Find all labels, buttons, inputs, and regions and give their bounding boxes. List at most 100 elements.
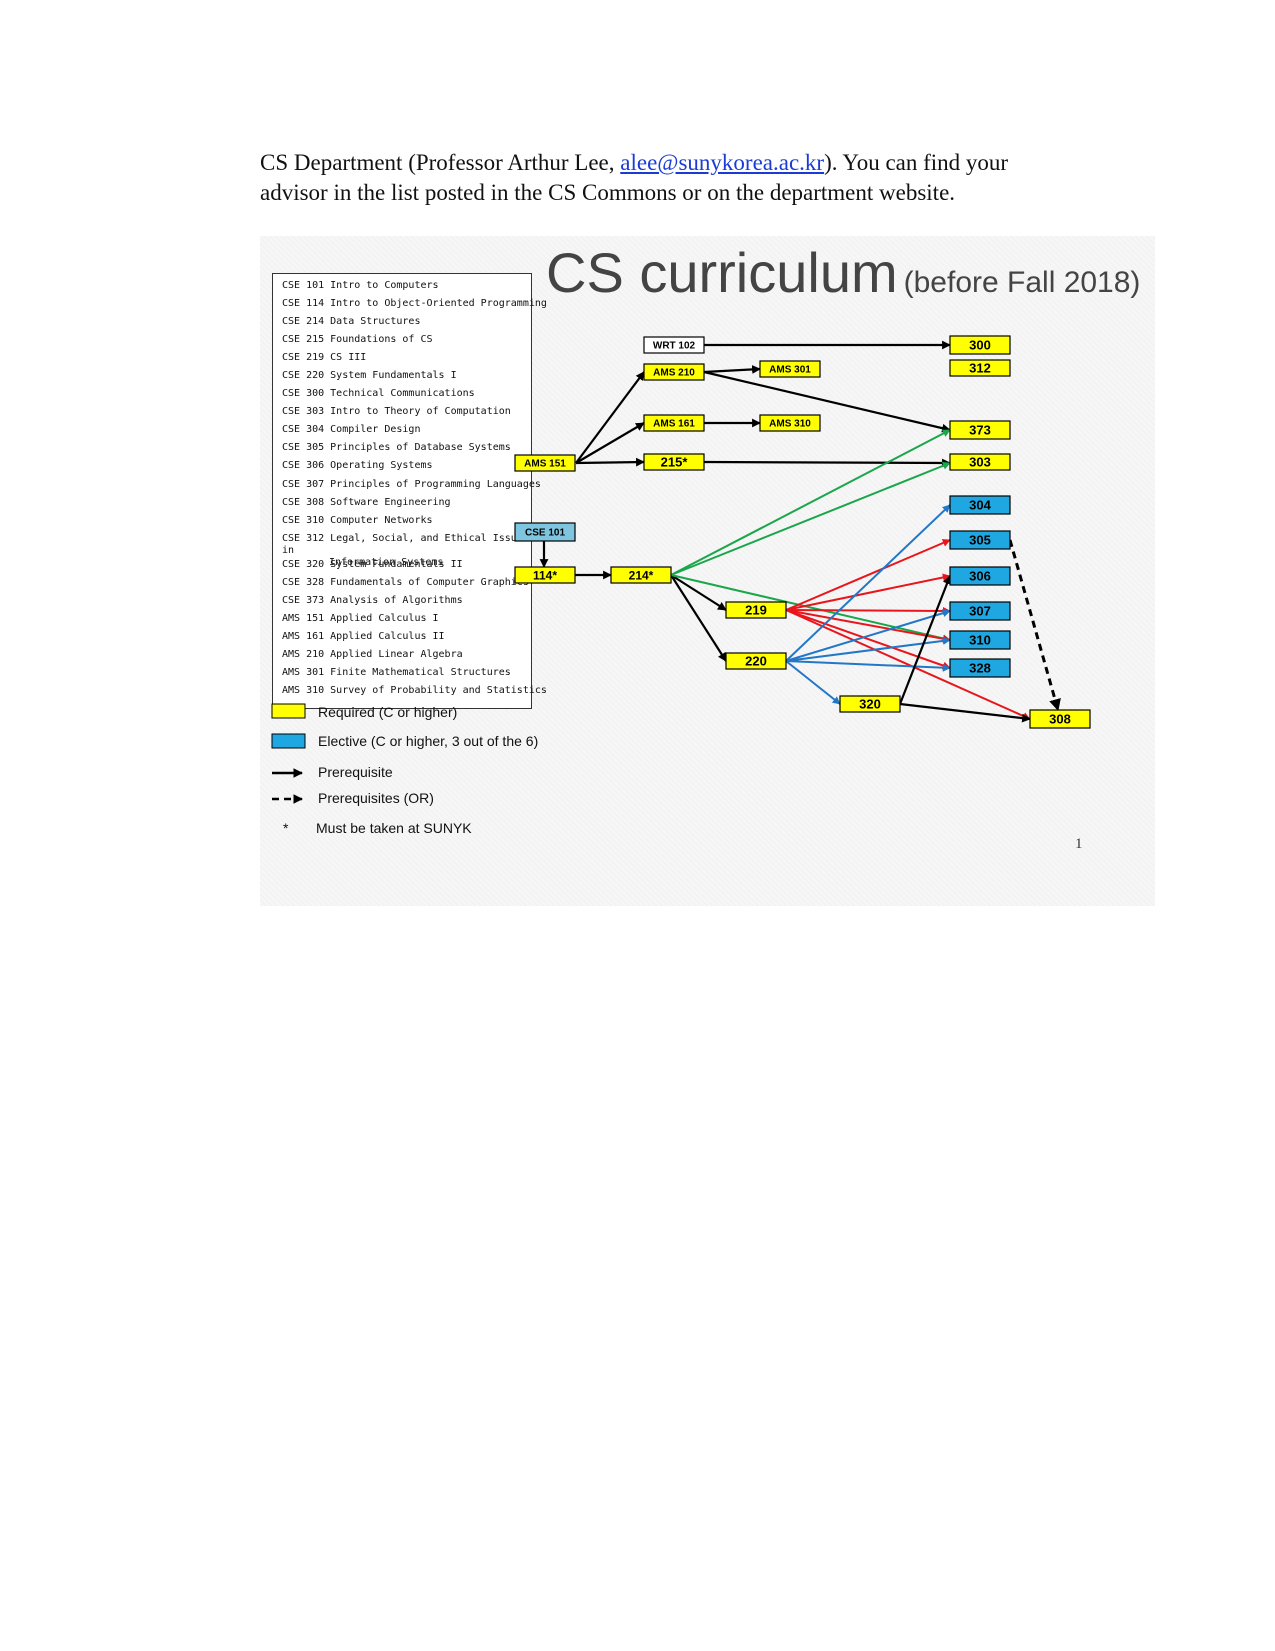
node-ams151: AMS 151 <box>514 454 576 472</box>
course-list-item: CSE 219 CS III <box>282 352 367 364</box>
node-c312: 312 <box>949 359 1011 377</box>
node-box <box>949 566 1011 586</box>
course-list-item: CSE 214 Data Structures <box>282 316 421 328</box>
node-label: AMS 301 <box>769 365 811 376</box>
course-list: CSE 101 Intro to Computers CSE 114 Intro… <box>272 273 547 709</box>
page-number: 1 <box>1075 836 1083 852</box>
node-c307: 307 <box>949 601 1011 621</box>
node-label: 320 <box>859 697 881 712</box>
edge-c320-to-c306 <box>898 575 952 705</box>
course-list-item: CSE 220 System Fundamentals I <box>282 370 457 382</box>
node-label: 215* <box>661 455 689 470</box>
edge-c220-to-c307 <box>785 609 951 662</box>
node-label: 305 <box>969 533 991 548</box>
node-c114: 114* <box>514 566 576 584</box>
node-box <box>610 566 672 584</box>
course-list-item: CSE 312 Legal, Social, and Ethical Issue… <box>282 530 531 568</box>
node-label: 300 <box>969 338 991 353</box>
course-list-item: CSE 373 Analysis of Algorithms <box>282 594 463 606</box>
node-box <box>949 530 1011 550</box>
intro-paragraph: CS Department (Professor Arthur Lee, ale… <box>260 148 1080 208</box>
node-box <box>643 453 705 471</box>
edge-c214-to-c373 <box>670 429 951 576</box>
node-label: 219 <box>745 603 767 618</box>
course-list-item: CSE 328 Fundamentals of Computer Graphic… <box>282 576 529 588</box>
edge-ams210-to-ams301 <box>703 365 761 374</box>
node-label: 307 <box>969 604 991 619</box>
node-box <box>949 630 1011 650</box>
node-c306: 306 <box>949 566 1011 586</box>
course-list-item: CSE 215 Foundations of CS <box>282 334 433 346</box>
legend-required-swatch <box>271 703 306 719</box>
course-list-item: CSE 101 Intro to Computers <box>282 280 439 291</box>
node-c373: 373 <box>949 420 1011 440</box>
legend-elective-swatch <box>271 733 306 749</box>
node-label: 306 <box>969 569 991 584</box>
node-c219: 219 <box>725 601 787 619</box>
node-box <box>514 454 576 472</box>
edge-c215-to-c303 <box>703 458 951 468</box>
edge-c220-to-c328 <box>785 660 951 672</box>
node-label: AMS 151 <box>524 459 566 470</box>
edge-ams210-to-c373 <box>703 370 951 433</box>
course-list-item: CSE 303 Intro to Theory of Computation <box>282 406 511 418</box>
edge-c214-to-c220 <box>670 574 727 662</box>
course-list-item: CSE 306 Operating Systems <box>282 460 433 472</box>
legend: Required (C or higher) Elective (C or hi… <box>271 703 538 836</box>
course-list-item-continuation: Information Systems <box>329 556 444 568</box>
intro-suffix: ). You can find your advisor in the list… <box>260 150 1009 205</box>
edge-c219-to-c307 <box>785 606 951 615</box>
node-label: 303 <box>969 455 991 470</box>
legend-required-label: Required (C or higher) <box>318 704 457 720</box>
course-list-item: AMS 151 Applied Calculus I <box>282 612 439 624</box>
course-list-item: AMS 210 Applied Linear Algebra <box>282 648 463 660</box>
node-label: 308 <box>1049 712 1071 727</box>
node-c305: 305 <box>949 530 1011 550</box>
edge-c220-to-c320 <box>785 660 841 705</box>
course-list-item: AMS 310 Survey of Probability and Statis… <box>282 684 547 696</box>
edge-layer <box>539 340 1061 723</box>
course-list-item: CSE 114 Intro to Object-Oriented Program… <box>282 298 547 310</box>
edge-c305-to-c308 <box>1008 539 1061 712</box>
node-c214: 214* <box>610 566 672 584</box>
node-box <box>839 695 901 713</box>
intro-prefix: CS Department (Professor Arthur Lee, <box>260 150 621 175</box>
course-list-item: CSE 308 Software Engineering <box>282 496 451 508</box>
node-box <box>643 363 705 381</box>
advisor-email-link[interactable]: alee@sunykorea.ac.kr <box>620 150 825 175</box>
edge-c220-to-c304 <box>785 504 951 662</box>
node-c304: 304 <box>949 495 1011 515</box>
node-box <box>949 495 1011 515</box>
node-ams310: AMS 310 <box>759 414 821 432</box>
node-label: AMS 310 <box>769 419 811 430</box>
edge-c219-to-c328 <box>785 609 951 670</box>
node-box <box>759 414 821 432</box>
slide-title-sub: (before Fall 2018) <box>903 266 1141 299</box>
node-box <box>725 652 787 670</box>
node-box <box>949 658 1011 678</box>
legend-star-label: Must be taken at SUNYK <box>316 820 472 836</box>
node-box <box>514 566 576 584</box>
node-label: 214* <box>629 568 654 582</box>
node-label: 114* <box>533 568 557 582</box>
edge-c320-to-c308 <box>899 702 1031 723</box>
node-ams210: AMS 210 <box>643 363 705 381</box>
node-box <box>643 414 705 432</box>
node-label: 328 <box>969 661 991 676</box>
node-label: 220 <box>745 654 767 669</box>
node-box <box>949 453 1011 471</box>
course-list-item: AMS 301 Finite Mathematical Structures <box>282 666 511 678</box>
edge-c214-to-c310 <box>670 574 951 643</box>
course-list-item: CSE 307 Principles of Programming Langua… <box>282 478 541 490</box>
node-box <box>759 360 821 378</box>
edge-c219-to-c306 <box>785 573 951 611</box>
legend-prerequisite-label: Prerequisite <box>318 764 393 780</box>
node-c303: 303 <box>949 453 1011 471</box>
node-c220: 220 <box>725 652 787 670</box>
node-box <box>1029 709 1091 729</box>
edge-c219-to-c308 <box>785 609 1031 720</box>
edge-c214-to-c303 <box>670 461 951 576</box>
node-c215: 215* <box>643 453 705 471</box>
edge-ams151-to-ams161 <box>575 422 645 464</box>
